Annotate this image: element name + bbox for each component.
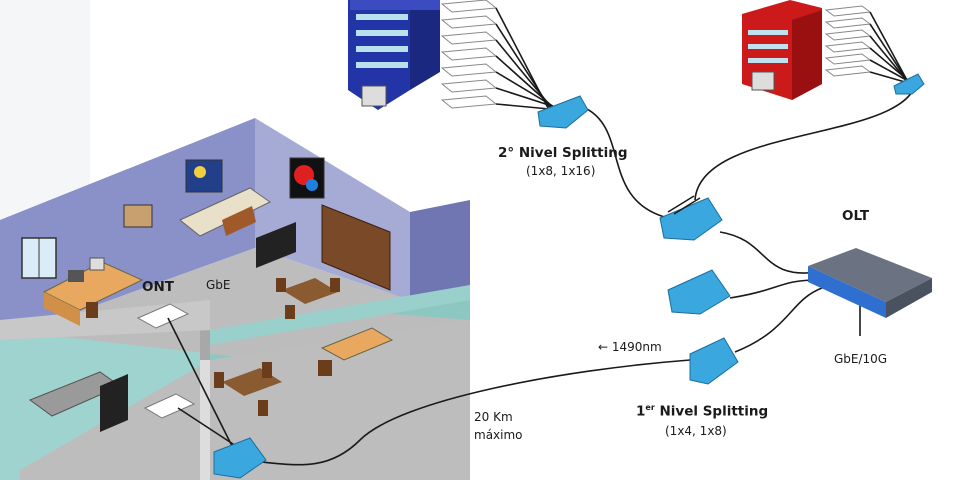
splitter1-ratio: (1x4, 1x8) xyxy=(665,424,727,438)
house xyxy=(0,118,470,480)
splitter-2nd-level-blue xyxy=(537,95,589,129)
ont-label: ONT xyxy=(142,279,174,295)
olt-label: OLT xyxy=(842,208,870,224)
olt-port-label: GbE/10G xyxy=(834,352,888,366)
splitter-red xyxy=(893,73,925,95)
building-blue xyxy=(348,0,440,110)
splitter2-ratio: (1x8, 1x16) xyxy=(526,164,596,178)
splitter-left-middle xyxy=(667,269,731,315)
modem-stack-blue xyxy=(440,0,498,109)
wavelength-label: ← 1490nm xyxy=(598,340,662,354)
distance-note: máximo xyxy=(474,428,523,442)
gbe-label: GbE xyxy=(206,278,231,292)
modem-stack-red xyxy=(824,5,872,77)
splitter1-rest: Nivel Splitting xyxy=(654,403,769,420)
olt-device xyxy=(808,248,932,318)
fiber-links xyxy=(167,7,913,466)
splitter-home xyxy=(213,437,267,479)
building-red xyxy=(742,0,822,100)
splitter-1st-level xyxy=(689,337,739,385)
splitter1-title: 1er Nivel Splitting xyxy=(636,403,768,420)
splitter1-prefix: 1 xyxy=(636,403,646,420)
splitter1-sup: er xyxy=(645,403,655,412)
distance-value: 20 Km xyxy=(474,410,513,424)
splitter2-title: 2° Nivel Splitting xyxy=(498,145,628,161)
splitter-middle xyxy=(659,195,723,241)
